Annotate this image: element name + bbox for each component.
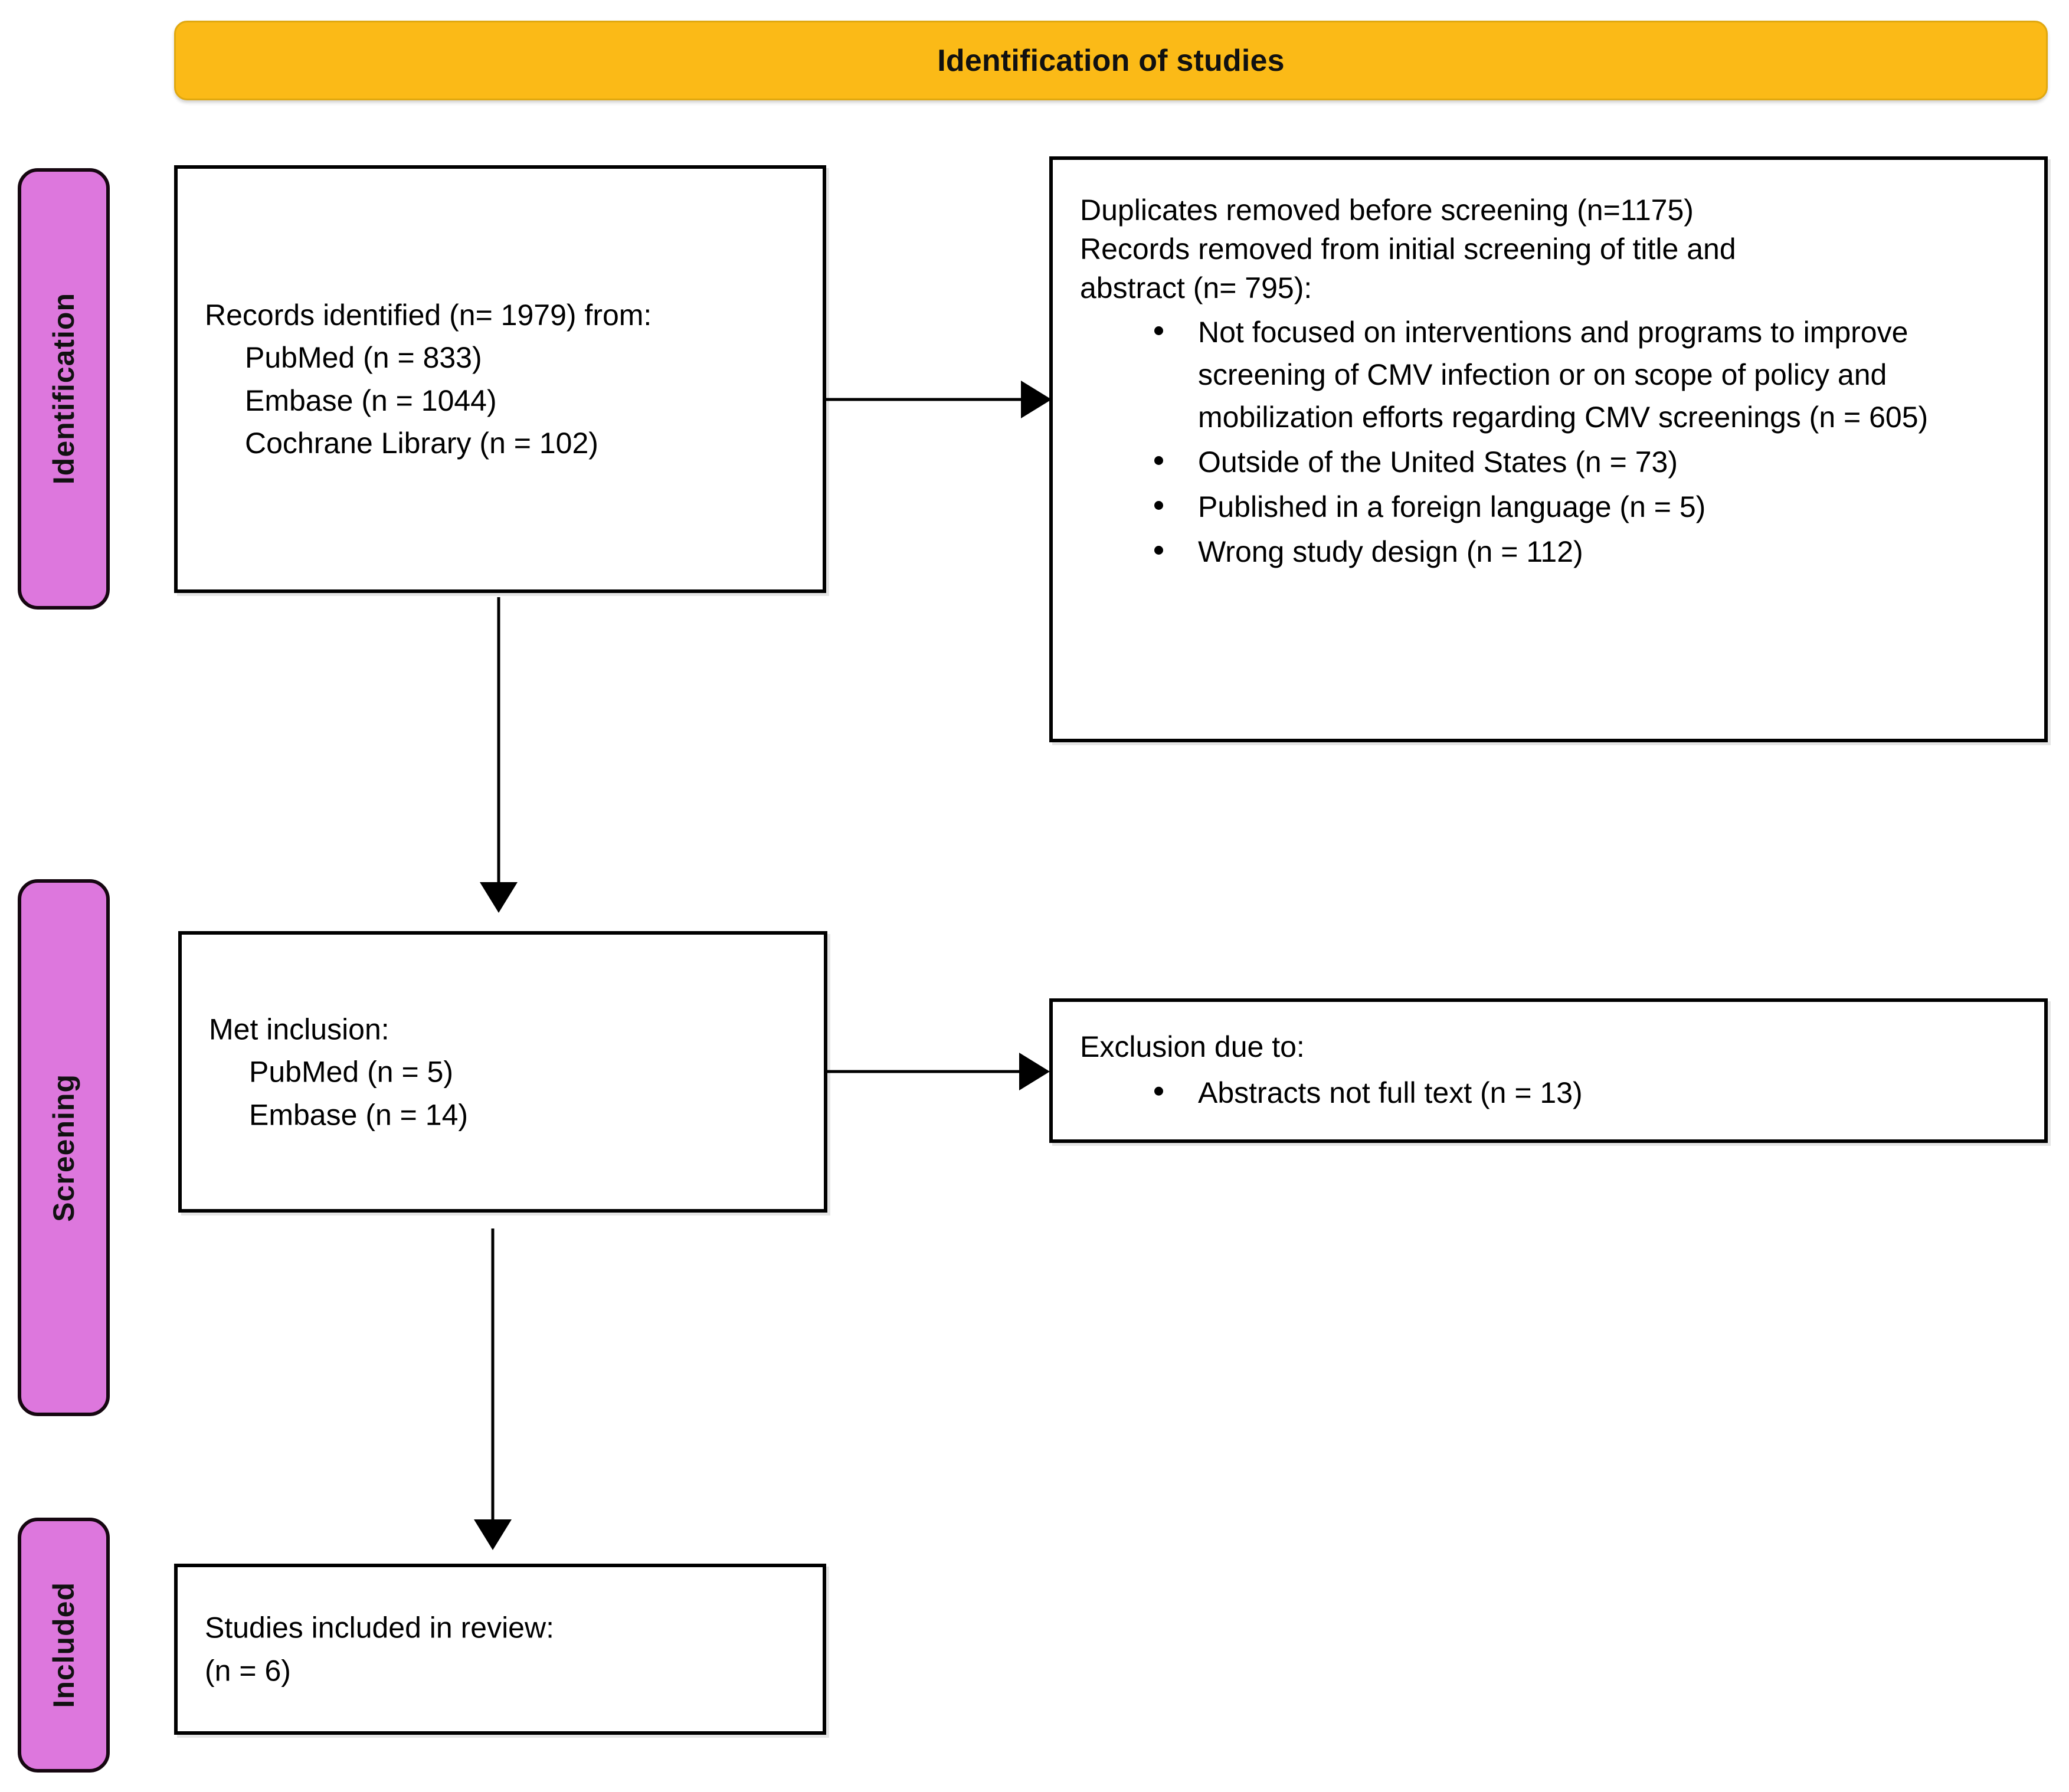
box-exclusion: Exclusion due to: Abstracts not full tex… xyxy=(1049,998,2048,1143)
met-inclusion-pubmed: PubMed (n = 5) xyxy=(249,1055,454,1089)
bullet-icon xyxy=(1154,1086,1163,1096)
records-identified-title: Records identified (n= 1979) from: xyxy=(205,298,652,332)
records-removed-line-b: abstract (n= 795): xyxy=(1080,271,1312,304)
records-source-pubmed: PubMed (n = 833) xyxy=(245,341,482,374)
box-records-removed: Duplicates removed before screening (n=1… xyxy=(1049,156,2048,742)
records-removed-line-a: Records removed from initial screening o… xyxy=(1080,232,1736,266)
stage-pill-identification: Identification xyxy=(18,168,110,610)
arrow-shaft xyxy=(497,597,500,882)
bullet-icon xyxy=(1154,456,1163,465)
bullet-icon xyxy=(1154,546,1163,555)
studies-included-title: Studies included in review: xyxy=(205,1611,554,1644)
header-banner: Identification of studies xyxy=(174,21,2048,100)
arrow-screening-to-included xyxy=(472,1228,513,1550)
stage-pill-included: Included xyxy=(18,1518,110,1773)
removal-reason-text: Not focused on interventions and program… xyxy=(1198,316,1929,434)
stage-label-screening: Screening xyxy=(47,1073,80,1222)
records-source-cochrane: Cochrane Library (n = 102) xyxy=(245,427,598,460)
removal-reason-text: Outside of the United States (n = 73) xyxy=(1198,445,1678,479)
arrow-head-right-icon xyxy=(1019,1053,1050,1090)
arrow-records-to-removed xyxy=(826,381,1053,418)
exclusion-title: Exclusion due to: xyxy=(1080,1030,1305,1063)
bullet-icon xyxy=(1154,501,1163,510)
arrow-head-down-icon xyxy=(480,882,518,913)
box-studies-included: Studies included in review: (n = 6) xyxy=(174,1564,826,1735)
removal-reason-text: Published in a foreign language (n = 5) xyxy=(1198,490,1706,523)
studies-included-count: (n = 6) xyxy=(205,1654,291,1687)
stage-label-identification: Identification xyxy=(47,293,80,485)
stage-label-included: Included xyxy=(47,1582,80,1708)
arrow-shaft xyxy=(491,1228,495,1519)
exclusion-reason-text: Abstracts not full text (n = 13) xyxy=(1198,1076,1583,1109)
arrow-inclusion-to-exclusion xyxy=(827,1053,1052,1090)
list-item: Outside of the United States (n = 73) xyxy=(1150,441,2017,483)
box-met-inclusion: Met inclusion: PubMed (n = 5) Embase (n … xyxy=(178,931,827,1213)
stage-pill-screening: Screening xyxy=(18,879,110,1416)
arrow-head-down-icon xyxy=(474,1519,512,1550)
page-title: Identification of studies xyxy=(937,43,1285,78)
arrow-shaft xyxy=(827,1070,1021,1073)
arrow-head-right-icon xyxy=(1021,381,1052,418)
box-records-identified: Records identified (n= 1979) from: PubMe… xyxy=(174,165,826,593)
list-item: Wrong study design (n = 112) xyxy=(1150,530,2017,573)
met-inclusion-title: Met inclusion: xyxy=(209,1012,389,1046)
removal-reason-list: Not focused on interventions and program… xyxy=(1080,311,2017,573)
exclusion-reason-list: Abstracts not full text (n = 13) xyxy=(1080,1072,2017,1114)
bullet-icon xyxy=(1154,326,1163,335)
list-item: Abstracts not full text (n = 13) xyxy=(1150,1072,2017,1114)
duplicates-removed-line: Duplicates removed before screening (n=1… xyxy=(1080,194,1694,227)
arrow-identification-to-screening xyxy=(478,597,519,913)
arrow-shaft xyxy=(826,398,1023,401)
met-inclusion-embase: Embase (n = 14) xyxy=(249,1098,469,1131)
list-item: Not focused on interventions and program… xyxy=(1150,311,2017,438)
removal-reason-text: Wrong study design (n = 112) xyxy=(1198,535,1583,568)
list-item: Published in a foreign language (n = 5) xyxy=(1150,486,2017,528)
records-source-embase: Embase (n = 1044) xyxy=(245,384,497,417)
